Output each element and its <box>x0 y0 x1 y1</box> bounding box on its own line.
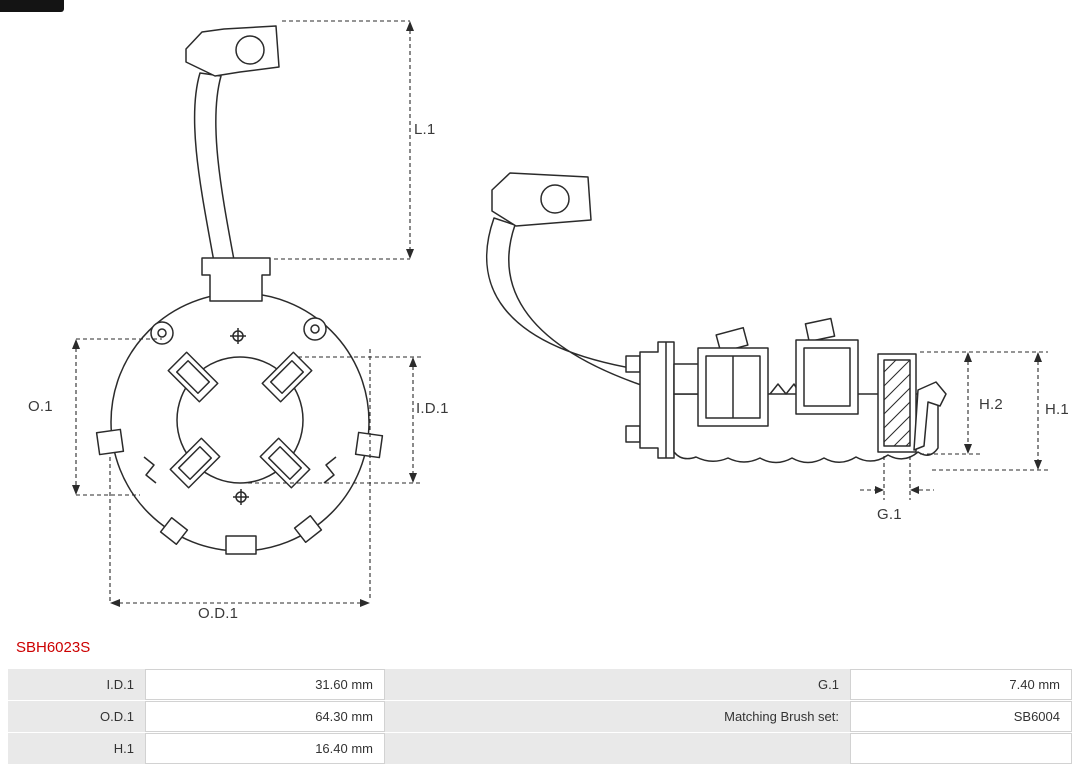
brush-box <box>261 351 313 403</box>
center-mark <box>230 328 246 344</box>
spec-value-empty <box>850 733 1072 764</box>
brush-box <box>697 326 769 427</box>
hook-tab <box>913 381 947 451</box>
brush-box <box>259 437 311 489</box>
dimension-lines <box>75 20 422 604</box>
connector-block <box>201 257 271 302</box>
part-number: SBH6023S <box>16 639 91 656</box>
spring-left <box>143 456 157 484</box>
side-block <box>673 363 701 395</box>
spec-value-brush-set: SB6004 <box>850 701 1072 732</box>
dim-label-id1: I.D.1 <box>416 400 449 417</box>
table-row: O.D.1 64.30 mm Matching Brush set: SB600… <box>8 701 1072 732</box>
spec-value-g1: 7.40 mm <box>850 669 1072 700</box>
mount-bracket <box>625 341 675 459</box>
brush-box <box>169 437 221 489</box>
ring-terminal <box>185 25 280 77</box>
spec-label-h1: H.1 <box>8 733 145 764</box>
spec-label-brush-set: Matching Brush set: <box>385 701 850 732</box>
front-view-drawing <box>72 20 422 607</box>
table-row: H.1 16.40 mm <box>8 733 1072 764</box>
spring-right <box>323 456 337 484</box>
spec-label-od1: O.D.1 <box>8 701 145 732</box>
brush-hatched <box>877 353 917 453</box>
dim-label-l1: L.1 <box>414 121 436 138</box>
dim-label-h2: H.2 <box>979 396 1003 413</box>
table-row: I.D.1 31.60 mm G.1 7.40 mm <box>8 669 1072 700</box>
dim-label-o1: O.1 <box>28 398 53 415</box>
dimension-arrows <box>72 21 417 607</box>
spec-table: I.D.1 31.60 mm G.1 7.40 mm O.D.1 64.30 m… <box>8 669 1072 765</box>
spec-label-empty <box>385 733 850 764</box>
dim-label-g1: G.1 <box>877 506 902 523</box>
lead-wire <box>486 217 645 387</box>
spec-label-g1: G.1 <box>385 669 850 700</box>
lead-wire <box>193 72 235 263</box>
rivet <box>303 317 327 341</box>
spec-value-id1: 31.60 mm <box>145 669 385 700</box>
brush-box <box>795 317 859 415</box>
spec-value-od1: 64.30 mm <box>145 701 385 732</box>
ring-terminal <box>491 172 592 227</box>
brush-box <box>167 351 219 403</box>
side-view-drawing <box>486 172 1048 500</box>
center-mark <box>233 489 249 505</box>
dimension-arrows <box>875 352 1042 494</box>
spec-value-h1: 16.40 mm <box>145 733 385 764</box>
dimension-lines <box>860 351 1048 500</box>
rivet <box>150 321 174 345</box>
dim-label-od1: O.D.1 <box>198 605 239 622</box>
technical-diagram: L.1 O.1 I.D.1 O.D.1 H.2 H.1 G.1 <box>28 20 1069 622</box>
logo-badge <box>0 0 64 12</box>
spec-label-id1: I.D.1 <box>8 669 145 700</box>
dim-label-h1: H.1 <box>1045 401 1069 418</box>
